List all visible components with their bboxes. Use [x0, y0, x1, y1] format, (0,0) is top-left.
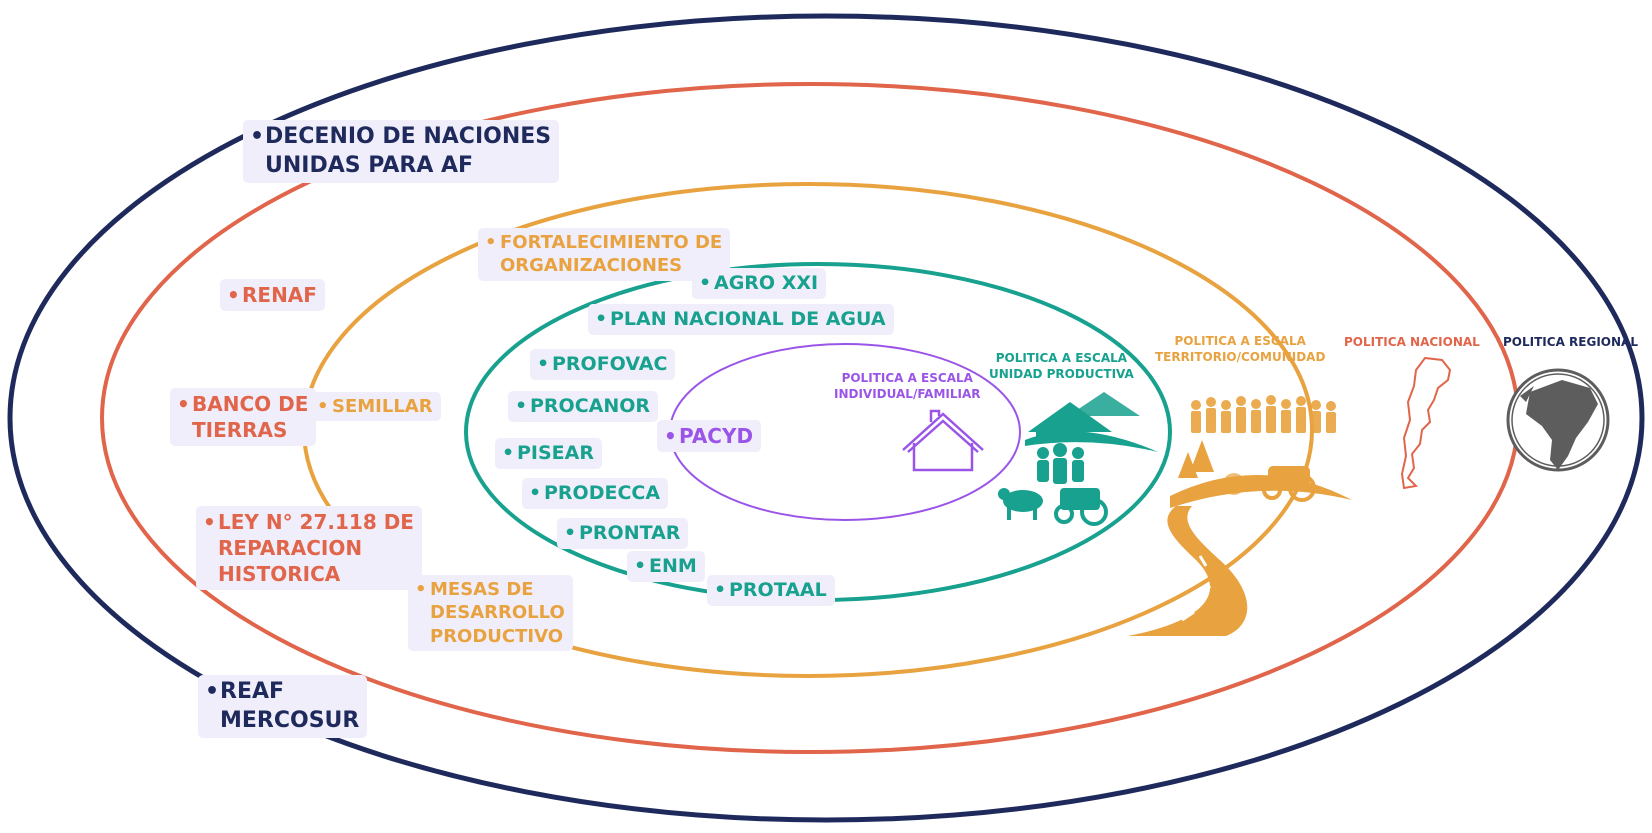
argentina-map-icon [1400, 356, 1452, 490]
heading-individual: POLITICA A ESCALA INDIVIDUAL/FAMILIAR [834, 371, 981, 401]
community-road-icon [1128, 395, 1352, 636]
item-prodecca: PRODECCA [522, 478, 669, 509]
item-plan-nacional-agua: PLAN NACIONAL DE AGUA [588, 304, 894, 335]
ring-regional [7, 13, 1645, 823]
farm-family-icon [998, 392, 1158, 526]
heading-regional: POLITICA REGIONAL [1503, 335, 1638, 349]
heading-unidad: POLITICA A ESCALA UNIDAD PRODUCTIVA [989, 351, 1134, 381]
item-enm: ENM [627, 551, 705, 582]
heading-nacional: POLITICA NACIONAL [1344, 335, 1480, 349]
item-profovac: PROFOVAC [530, 349, 676, 380]
item-agro-xxi: AGRO XXI [692, 268, 827, 299]
item-pisear: PISEAR [495, 438, 602, 469]
globe-americas-icon [1506, 368, 1610, 472]
item-semillar: SEMILLAR [310, 392, 441, 422]
item-pacyd: PACYD [657, 420, 762, 452]
heading-territorio: POLITICA A ESCALA TERRITORIO/COMUNIDAD [1155, 334, 1326, 364]
item-protaal: PROTAAL [707, 575, 835, 606]
item-prontar: PRONTAR [557, 518, 689, 549]
house-icon [902, 409, 984, 472]
item-renaf: RENAF [220, 279, 325, 311]
item-procanor: PROCANOR [508, 391, 659, 422]
